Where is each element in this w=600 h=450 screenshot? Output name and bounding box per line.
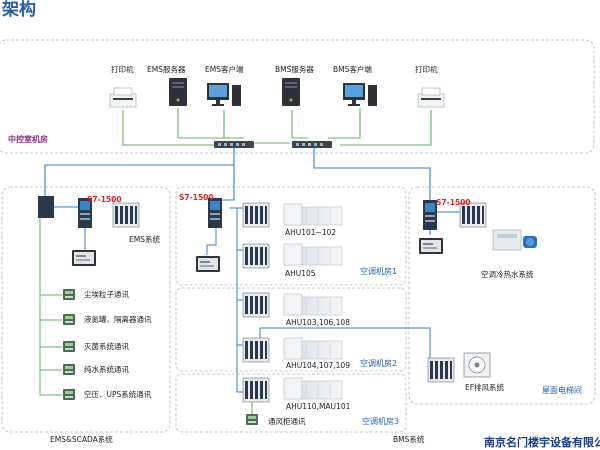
ems-comm-label-2: 液氮罐、隔离器通讯: [84, 315, 152, 324]
control-room-zone: [0, 39, 595, 154]
ems-network-switch: [38, 196, 54, 218]
ems-comm-label-1: 尘埃粒子通讯: [84, 290, 129, 299]
printer-right-icon: [417, 87, 445, 108]
ac-room1-zone: [175, 186, 407, 286]
ac-room2-zone: [175, 287, 407, 372]
network-switch-left: [214, 141, 254, 148]
bms-plc: [208, 198, 222, 228]
device-label-bms-server: BMS服务器: [275, 65, 314, 74]
ems-comm-module-2: [63, 314, 75, 325]
ahu-unit-2: [283, 243, 343, 266]
ac-room2-label: 空调机房2: [360, 359, 398, 368]
bms-client-icon: [343, 83, 377, 106]
ems-comm-module-3: [63, 341, 75, 352]
ems-client-icon: [207, 83, 241, 106]
ems-server-icon: [169, 78, 187, 106]
ems-comm-module-5: [63, 389, 75, 400]
fan-io-module: [427, 357, 455, 383]
device-label-printer-right: 打印机: [415, 65, 438, 74]
roof-room-label: 屋面电梯间: [542, 386, 582, 395]
ahu-label-2: AHU105: [285, 269, 316, 278]
bms-server-icon: [282, 78, 300, 106]
bms-footer-label: BMS系统: [393, 435, 425, 444]
device-label-ems-server: EMS服务器: [147, 65, 186, 74]
ahu-label-3: AHU103,106,108: [286, 318, 350, 327]
ahu-unit-3: [283, 293, 343, 316]
company-name: 南京名门楼宇设备有限公司: [484, 436, 600, 449]
ahu-label-1: AHU101~102: [285, 228, 337, 237]
ems-system-label: EMS系统: [129, 235, 160, 244]
ahu-unit-4: [283, 337, 343, 360]
ahu-label-5: AHU110,MAU101: [286, 402, 351, 411]
ems-comm-module-1: [63, 289, 75, 300]
ahu-unit-1: [283, 203, 343, 226]
exhaust-fan-unit: [463, 352, 491, 378]
control-room-links: [122, 108, 432, 146]
bms-hmi: [196, 256, 220, 272]
roof-plc: [423, 200, 437, 230]
roof-zone: [408, 186, 596, 405]
trunk-links: [44, 148, 431, 205]
chiller-label: 空调冷热水系统: [481, 270, 534, 279]
ems-comm-label-4: 纯水系统通讯: [84, 365, 129, 374]
bms-plc-label: S7-1500: [179, 193, 214, 202]
ems-plc-label: S7-1500: [87, 195, 122, 204]
ems-footer-label: EMS&SCADA系统: [50, 435, 113, 444]
roof-hmi: [419, 238, 443, 254]
ems-zone: [1, 186, 171, 433]
chiller-unit: [492, 229, 537, 251]
vent-comm-label: 通风柜通讯: [268, 417, 306, 426]
bms-module-3: [242, 292, 270, 318]
bms-module-2: [242, 243, 270, 269]
bms-module-5: [242, 377, 270, 403]
ac-room3-zone: [175, 373, 407, 433]
ems-comm-module-4: [63, 364, 75, 375]
exhaust-fan-label: EF排风系统: [465, 383, 505, 392]
ems-hmi: [72, 250, 96, 266]
ac-room1-label: 空调机房1: [360, 267, 398, 276]
device-label-ems-client: EMS客户端: [205, 65, 244, 74]
network-switch-right: [292, 141, 332, 148]
vent-comm-module: [246, 414, 258, 425]
ems-comm-label-3: 灭菌系统通讯: [84, 342, 129, 351]
page-title: 架构: [2, 0, 36, 20]
ahu-unit-5: [283, 377, 343, 400]
ahu-label-4: AHU104,107,109: [286, 361, 350, 370]
printer-left-icon: [109, 87, 137, 108]
ems-io-module: [112, 202, 140, 228]
bms-module-4: [242, 337, 270, 363]
ac-room3-label: 空调机房3: [362, 417, 400, 426]
control-room-label: 中控室机房: [8, 135, 48, 144]
roof-plc-label: S7-1500: [436, 198, 471, 207]
bms-module-1: [242, 202, 270, 228]
device-label-bms-client: BMS客户端: [333, 65, 372, 74]
device-label-printer-left: 打印机: [111, 65, 134, 74]
ems-comm-label-5: 空压、UPS系统通讯: [84, 390, 152, 399]
